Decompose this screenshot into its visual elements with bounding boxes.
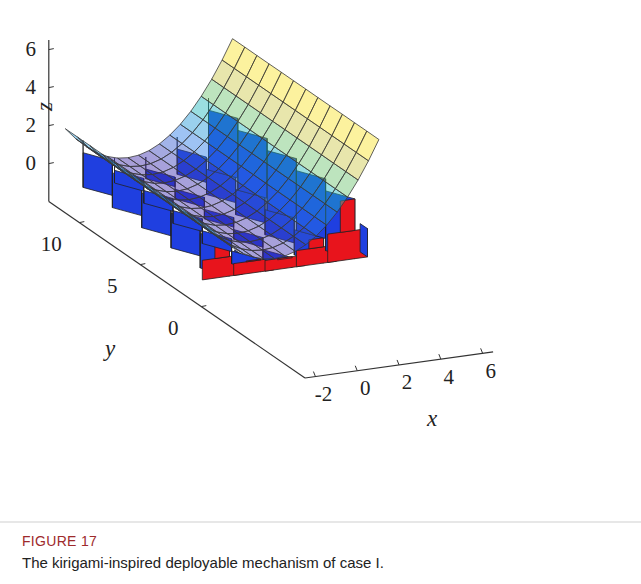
surface-cell: [356, 131, 379, 161]
figure-number: FIGURE 17: [22, 533, 97, 549]
axis-label: y: [105, 337, 115, 360]
surface-mesh: [65, 39, 379, 259]
x-tick: [481, 348, 483, 353]
axis-label: x: [427, 407, 437, 430]
y-tick: [201, 306, 206, 307]
green-panel: [112, 161, 113, 208]
figure-caption: The kirigami-inspired deployable mechani…: [22, 554, 384, 571]
axis-label: z: [32, 102, 55, 111]
x-tick: [397, 360, 399, 365]
tick-label: 4: [444, 367, 455, 388]
x-tick: [439, 354, 441, 359]
y-tick: [140, 264, 145, 265]
tick-label: 0: [360, 378, 371, 399]
kirigami-bars: [83, 98, 367, 280]
tick-label: 6: [485, 361, 496, 382]
tick-label: -2: [315, 384, 333, 405]
tick-label: 4: [26, 77, 37, 98]
x-tick: [313, 372, 315, 377]
x-axis-line: [305, 352, 493, 378]
tick-label: 10: [41, 234, 62, 255]
z-axis-line: [48, 40, 49, 202]
tick-label: 2: [26, 115, 37, 136]
tick-label: 6: [26, 39, 37, 60]
tick-label: 5: [107, 276, 118, 297]
z-tick: [49, 163, 54, 164]
tick-label: 2: [402, 372, 413, 393]
tick-label: 0: [26, 153, 37, 174]
axis-lines: [49, 40, 493, 378]
y-tick: [79, 222, 84, 223]
green-panel: [83, 141, 84, 188]
caption-rule: [0, 522, 641, 523]
red-face: [246, 259, 261, 262]
blue-panel: [360, 224, 367, 257]
y-axis-line: [49, 202, 305, 378]
z-tick: [49, 87, 54, 88]
z-tick: [49, 125, 54, 126]
x-tick: [355, 366, 357, 371]
tick-label: 0: [168, 318, 179, 339]
z-tick: [49, 49, 54, 50]
